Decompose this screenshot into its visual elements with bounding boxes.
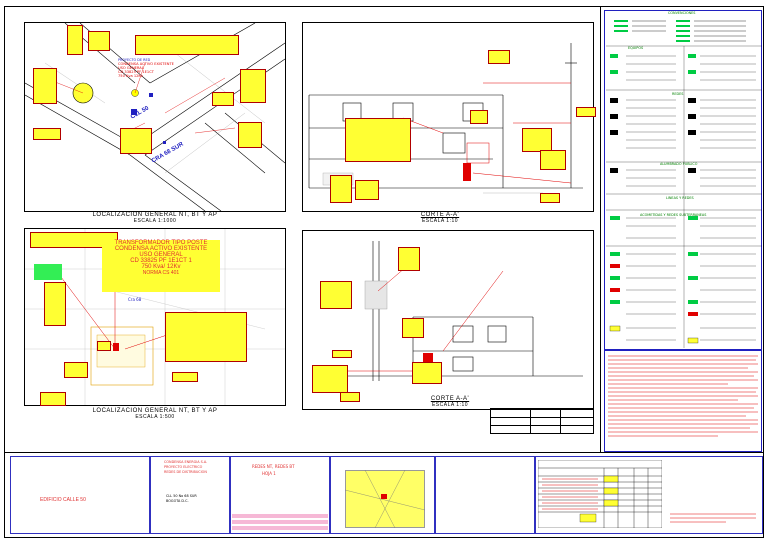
tb-cell-3: [230, 456, 330, 534]
legend-column: [604, 10, 762, 350]
callout: [540, 193, 560, 203]
callout: [44, 282, 66, 326]
callout: [320, 281, 352, 309]
tb-address-line: CLL 50 No 68 SUR: [166, 494, 197, 498]
callout: [135, 35, 239, 55]
site-plan-top-title-text: LOCALIZACION GENERAL NT, BT Y AP: [92, 212, 218, 218]
callout: [240, 69, 266, 103]
frame-divider-bottom: [4, 452, 764, 453]
callout: [172, 372, 198, 382]
site-plan-top-sign: PROYECTO DE RED CONDENSA ACTIVO EXISTENT…: [118, 58, 174, 78]
tb-pink-row: [232, 514, 328, 518]
notes-text-lines: [608, 355, 758, 437]
tb-company-line: PROYECTO ELECTRICO: [164, 465, 203, 469]
tb-address-line: BOGOTA D.C.: [166, 499, 189, 503]
site-plan-bottom-title-text: LOCALIZACION GENERAL NT, BT Y AP: [92, 408, 218, 414]
site-plan-top-title: LOCALIZACION GENERAL NT, BT Y AP ESCALA …: [80, 212, 230, 224]
small-table-line: [490, 425, 594, 426]
callout: [540, 150, 566, 170]
callout: [332, 350, 352, 358]
tb-cell-5: [435, 456, 535, 534]
section-bottom-title-text: CORTE A-A': [430, 396, 470, 402]
callout: [238, 122, 262, 148]
site-plan-bottom-street-label: Cra 68: [128, 297, 142, 302]
tb-cell-4: [330, 456, 435, 534]
tb-pink-row: [232, 520, 328, 524]
site-plan-top-scale: ESCALA 1:1000: [133, 218, 177, 224]
legend-section-head: LINEAS Y REDES: [666, 196, 694, 200]
site-plan-bottom-scale: ESCALA 1:500: [135, 414, 175, 420]
callout: [97, 341, 111, 351]
tb-map-lines: [345, 470, 425, 528]
callout: [470, 110, 488, 124]
callout: [402, 318, 424, 338]
legend-section-head: ACOMETIDAS Y REDES SUBTERRANEAS: [640, 213, 707, 217]
section-bottom-scale: ESCALA 1:10: [431, 402, 469, 408]
callout: [67, 25, 83, 55]
site-plan-bottom-frame: [24, 228, 286, 406]
green-tag: [34, 264, 62, 280]
callout: [33, 68, 57, 104]
tb-cell-1: [10, 456, 150, 534]
site-plan-bottom-svg: [25, 229, 285, 405]
signature-lines: [670, 513, 756, 523]
site-plan-bottom-title: LOCALIZACION GENERAL NT, BT Y AP ESCALA …: [70, 408, 240, 420]
section-bottom-frame: [302, 230, 594, 410]
callout: [340, 392, 360, 402]
small-table-line: [490, 417, 594, 418]
section-top-frame: [302, 22, 594, 212]
legend-symbols: [606, 20, 762, 348]
callout: [40, 392, 66, 406]
legend-section-head: CONVENCIONES: [668, 11, 696, 15]
sheet-border: [4, 6, 764, 538]
section-top-scale: ESCALA 1:10: [421, 218, 459, 224]
callout: [398, 247, 420, 271]
callout: [412, 362, 442, 384]
callout: [355, 180, 379, 200]
section-top-title-text: CORTE A-A': [420, 212, 460, 218]
site-plan-bottom-yellow-block: TRANSFORMADOR TIPO POSTE CONDENSA ACTIVO…: [102, 240, 220, 292]
callout: [488, 50, 510, 64]
callout: [33, 128, 61, 140]
revision-table: [538, 460, 662, 528]
tb-project: EDIFICIO CALLE 50: [40, 497, 86, 503]
callout: [345, 118, 411, 162]
callout: [88, 31, 110, 51]
callout: [212, 92, 234, 106]
small-table: [490, 408, 594, 434]
tb-company-line: CONDENSA ENERGIA S.A.: [164, 460, 208, 464]
tb-sheet: HOJA 1: [262, 471, 276, 476]
tb-company-line: REDES DE DISTRIBUCION: [164, 470, 207, 474]
section-top-title: CORTE A-A' ESCALA 1:10: [410, 212, 470, 224]
site-plan-top-frame: [24, 22, 286, 212]
callout: [120, 128, 152, 154]
tb-cell-2: [150, 456, 230, 534]
small-table-line: [560, 408, 561, 434]
callout: [312, 365, 348, 393]
callout: [576, 107, 596, 117]
callout: [330, 175, 352, 203]
tb-cell-6: [535, 456, 763, 534]
tb-drawing-name: REDES NT, REDES BT: [252, 464, 295, 469]
legend-section-head: REDES: [672, 92, 684, 96]
callout: [522, 128, 552, 152]
legend-section-head: ALUMBRADO PUBLICO: [660, 162, 698, 166]
tb-pink-row: [232, 526, 328, 530]
frame-divider-right: [600, 6, 601, 452]
legend-section-head: EQUIPOS: [628, 46, 644, 50]
callout: [64, 362, 88, 378]
notes-block: [604, 350, 762, 452]
section-bottom-title: CORTE A-A' ESCALA 1:10: [420, 396, 480, 408]
callout: [165, 312, 247, 362]
small-table-line: [530, 408, 531, 434]
